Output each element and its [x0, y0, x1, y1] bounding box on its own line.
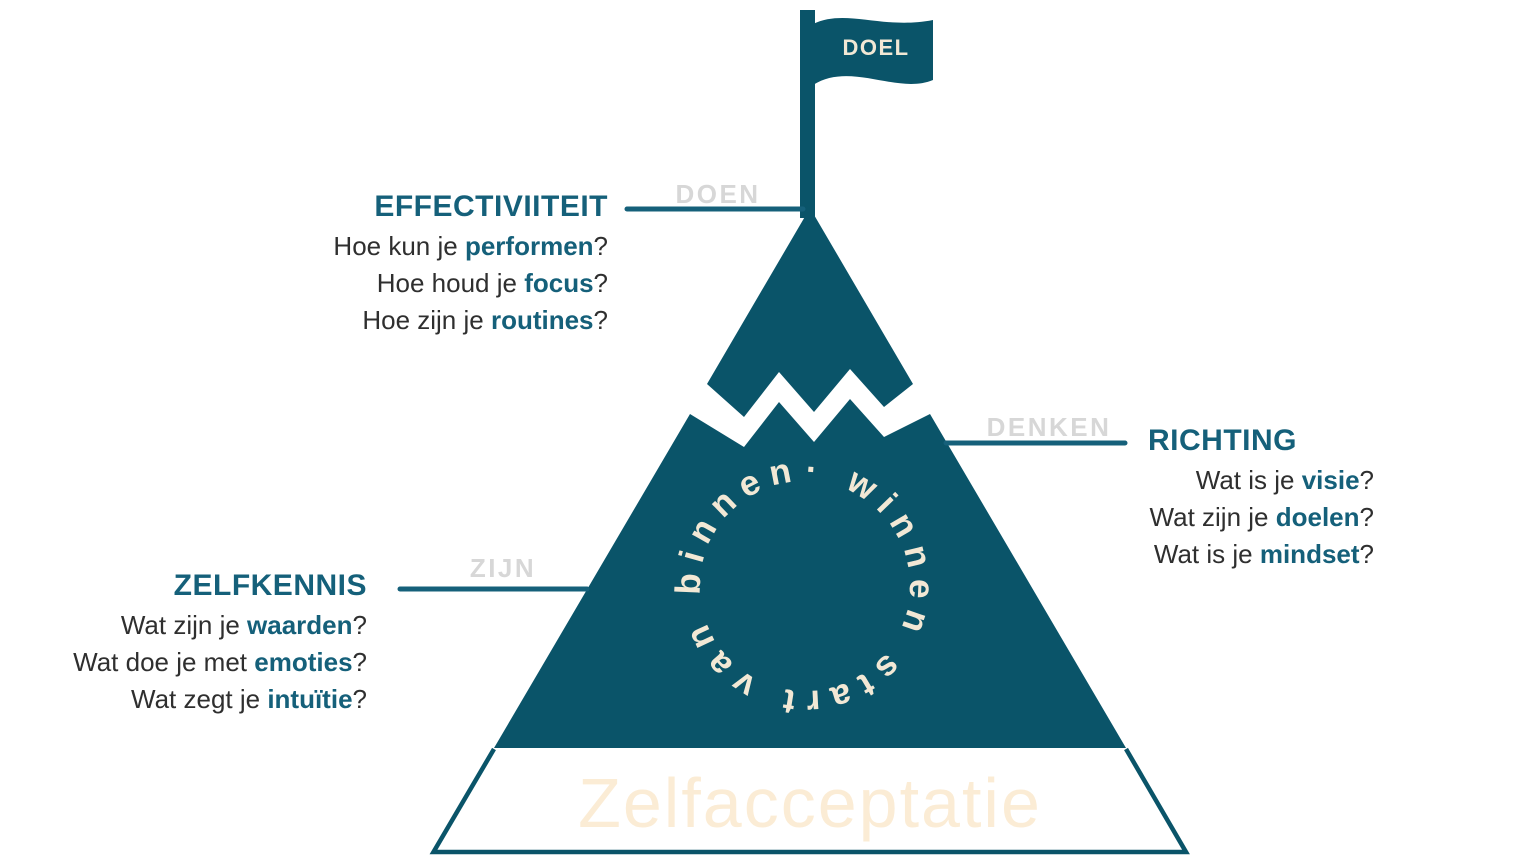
- question-suffix: ?: [1359, 539, 1374, 569]
- base-band: [429, 747, 1190, 855]
- block-zelfkennis-questions: Wat zijn je waarden? Wat doe je met emot…: [55, 607, 367, 718]
- block-effectiviiteit: EFFECTIVIITEIT Hoe kun je performen? Hoe…: [160, 190, 608, 339]
- question-suffix: ?: [352, 610, 367, 640]
- question-prefix: Wat zijn je: [120, 610, 248, 640]
- question-line: Wat is je mindset?: [1148, 536, 1374, 573]
- block-effectiviiteit-questions: Hoe kun je performen? Hoe houd je focus?…: [160, 228, 608, 339]
- mountain-body: [494, 399, 1126, 748]
- question-line: Wat is je visie?: [1148, 462, 1374, 499]
- question-line: Hoe houd je focus?: [160, 265, 608, 302]
- question-keyword: focus: [524, 268, 594, 298]
- question-keyword: doelen: [1275, 502, 1360, 532]
- question-suffix: ?: [593, 231, 608, 261]
- question-prefix: Hoe kun je: [333, 231, 465, 261]
- block-richting-questions: Wat is je visie? Wat zijn je doelen? Wat…: [1148, 462, 1374, 573]
- tier-label-doen: DOEN: [675, 179, 761, 209]
- question-keyword: intuïtie: [267, 684, 353, 714]
- question-keyword: performen: [464, 231, 594, 261]
- question-line: Hoe zijn je routines?: [160, 302, 608, 339]
- question-line: Hoe kun je performen?: [160, 228, 608, 265]
- question-keyword: visie: [1301, 465, 1360, 495]
- question-prefix: Wat zijn je: [1149, 502, 1276, 532]
- base-band-label: Zelfacceptatie: [578, 764, 1042, 842]
- question-suffix: ?: [352, 684, 367, 714]
- flag-label: DOEL: [842, 35, 910, 60]
- question-line: Wat zegt je intuïtie?: [55, 681, 367, 718]
- question-prefix: Wat is je: [1153, 539, 1260, 569]
- question-keyword: routines: [490, 305, 594, 335]
- block-effectiviiteit-heading: EFFECTIVIITEIT: [374, 190, 608, 223]
- question-prefix: Hoe houd je: [376, 268, 525, 298]
- block-richting: RICHTING Wat is je visie? Wat zijn je do…: [1148, 424, 1374, 573]
- question-line: Wat zijn je doelen?: [1148, 499, 1374, 536]
- question-line: Wat doe je met emoties?: [55, 644, 367, 681]
- question-prefix: Wat doe je met: [73, 647, 255, 677]
- question-suffix: ?: [593, 268, 608, 298]
- question-keyword: mindset: [1259, 539, 1360, 569]
- question-suffix: ?: [1359, 502, 1374, 532]
- question-keyword: waarden: [247, 610, 353, 640]
- tier-label-denken: DENKEN: [986, 412, 1112, 442]
- question-suffix: ?: [593, 305, 608, 335]
- mountain-snowcap: [707, 208, 913, 417]
- block-zelfkennis-heading: ZELFKENNIS: [173, 569, 367, 602]
- question-keyword: emoties: [254, 647, 353, 677]
- question-prefix: Wat is je: [1195, 465, 1302, 495]
- question-suffix: ?: [1359, 465, 1374, 495]
- tier-label-zijn: ZIJN: [469, 553, 537, 583]
- question-line: Wat zijn je waarden?: [55, 607, 367, 644]
- goal-flag: [813, 17, 933, 85]
- block-richting-heading: RICHTING: [1148, 424, 1297, 457]
- flag-pole: [800, 10, 815, 218]
- question-prefix: Wat zegt je: [131, 684, 268, 714]
- question-prefix: Hoe zijn je: [362, 305, 491, 335]
- block-zelfkennis: ZELFKENNIS Wat zijn je waarden? Wat doe …: [55, 569, 367, 718]
- question-suffix: ?: [352, 647, 367, 677]
